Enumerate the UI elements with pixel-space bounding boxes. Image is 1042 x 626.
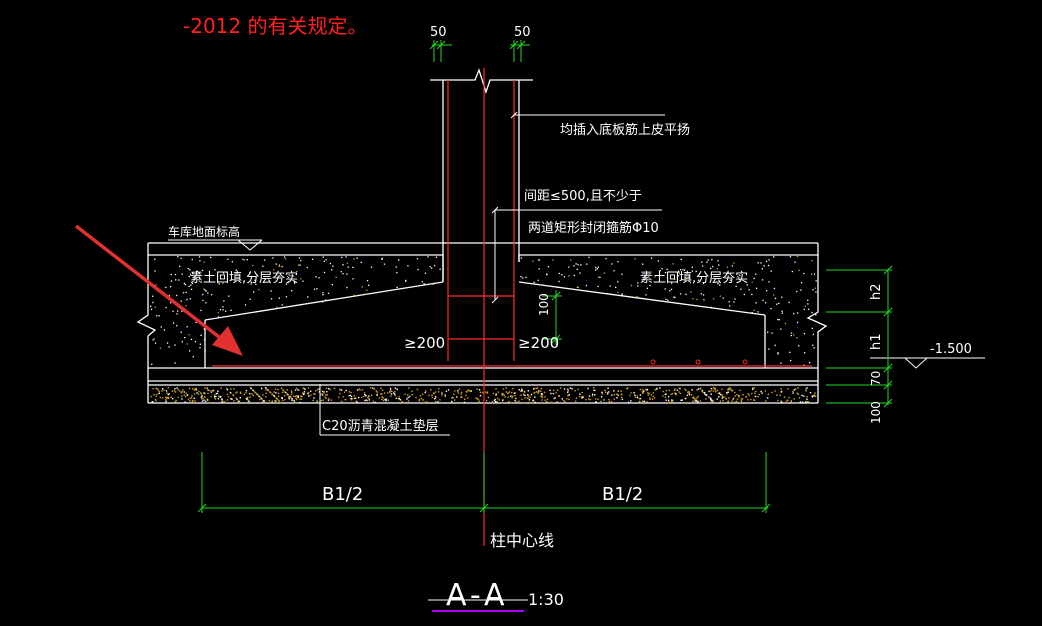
- label-backfill-right: 素土回填,分层夯实: [640, 271, 748, 286]
- label-backfill-left: 素土回填,分层夯实: [190, 271, 298, 286]
- label-center-line: 柱中心线: [490, 531, 554, 550]
- dim-top-right: 50: [514, 25, 531, 40]
- backfill-texture: [150, 256, 817, 366]
- rebar-dots: [650, 359, 748, 365]
- section-scale: 1:30: [528, 590, 564, 609]
- dim-70: 70: [869, 371, 883, 386]
- annotation-texts: 车库地面标高 素土回填,分层夯实 素土回填,分层夯实 均插入底板筋上皮平扬 间距…: [168, 122, 972, 550]
- section-title-text: A-A: [446, 578, 509, 613]
- leader-ticks: [491, 111, 518, 304]
- label-stirrup-note-2: 两道矩形封闭箍筋Φ10: [528, 220, 659, 236]
- dim-spacing-100: 100: [537, 293, 551, 316]
- label-elevation: -1.500: [930, 342, 972, 357]
- dim-h1: h1: [869, 333, 884, 350]
- dim-top-left: 50: [430, 25, 447, 40]
- label-anchor-right: ≥200: [518, 334, 559, 352]
- label-garage-floor: 车库地面标高: [168, 224, 240, 239]
- leader-lines: [168, 114, 985, 601]
- rebar-lines: [212, 68, 812, 546]
- label-cushion: C20沥青混凝土垫层: [322, 418, 439, 434]
- header-note: -2012 的有关规定。: [183, 14, 367, 38]
- label-dowel-note: 均插入底板筋上皮平扬: [560, 122, 690, 138]
- dimension-texts: 50 50 100 h2 h1 70 100 B1/2 B1/2: [322, 25, 884, 505]
- pointer-arrow: [74, 224, 243, 356]
- foundation-outline: [136, 68, 828, 404]
- dim-h2: h2: [869, 283, 884, 300]
- label-anchor-left: ≥200: [404, 334, 445, 352]
- label-stirrup-note-1: 间距≤500,且不少于: [524, 189, 642, 204]
- section-title: A-A 1:30: [432, 578, 564, 613]
- dim-b-left: B1/2: [322, 484, 363, 505]
- dim-b-right: B1/2: [602, 484, 643, 505]
- dim-100-bottom: 100: [869, 401, 883, 424]
- dimension-lines: [197, 40, 893, 513]
